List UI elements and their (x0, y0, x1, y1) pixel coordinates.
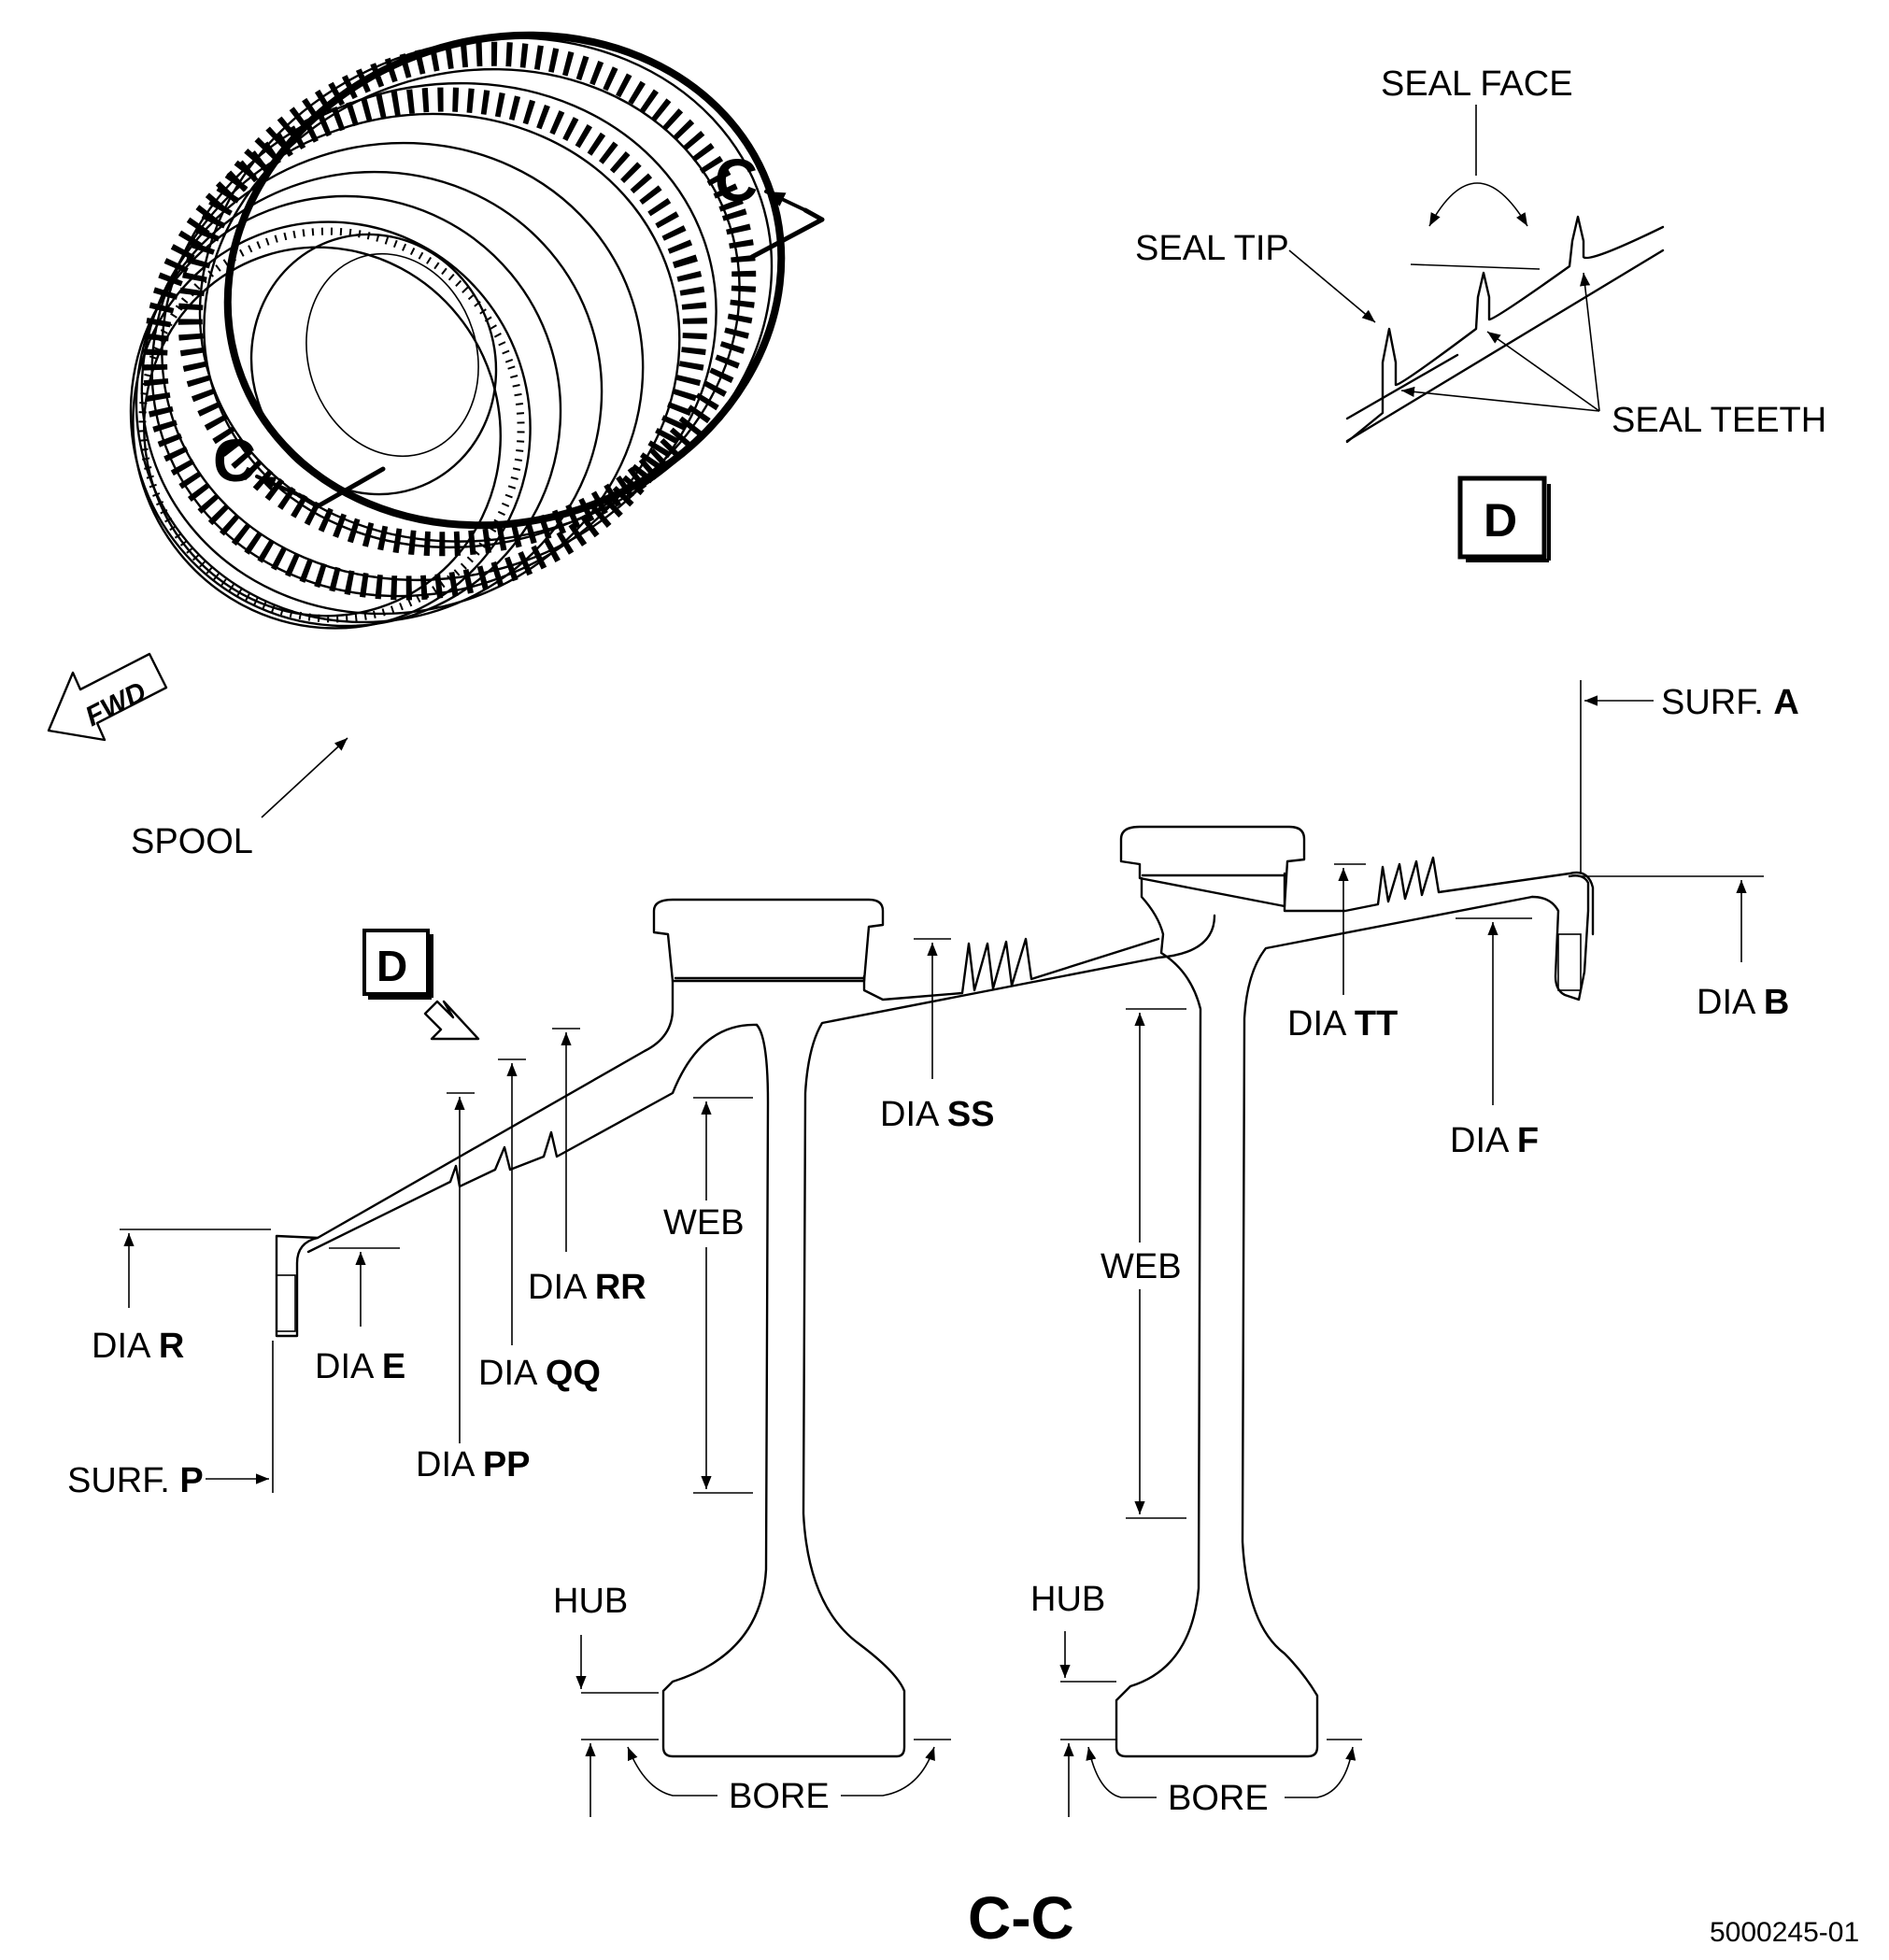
dia-qq-label: DIA QQ (478, 1354, 601, 1393)
detail-d-view: SEAL FACE SEAL TIP SEAL TEETH D (1135, 64, 1826, 562)
seal-face-label: SEAL FACE (1381, 64, 1573, 104)
section-cc-view: D DIA R DIA E SURF. P (67, 680, 1799, 1818)
hub-2-label: HUB (1030, 1580, 1105, 1619)
detail-d-callout: D (376, 942, 407, 990)
dia-f-label: DIA F (1450, 1121, 1539, 1160)
seal-tip-label: SEAL TIP (1135, 229, 1289, 268)
bore-1-label: BORE (729, 1777, 830, 1816)
detail-d-arrow (423, 1000, 480, 1041)
bore-2-label: BORE (1168, 1779, 1269, 1818)
dia-rr-label: DIA RR (528, 1268, 646, 1307)
dia-ss-label: DIA SS (880, 1095, 995, 1134)
hub-1-label: HUB (553, 1582, 628, 1621)
web-2-label: WEB (1101, 1247, 1182, 1286)
section-c-bottom-label: C (213, 427, 256, 494)
dia-r-label: DIA R (92, 1327, 184, 1366)
section-c-top-label: C (715, 147, 758, 214)
dia-e-label: DIA E (315, 1347, 405, 1386)
web-1-label: WEB (663, 1203, 745, 1243)
seal-teeth-label: SEAL TEETH (1612, 401, 1826, 440)
figure-number: 5000245-01 (1710, 1917, 1859, 1948)
spool-isometric-view (129, 31, 786, 630)
surf-p-label: SURF. P (67, 1461, 204, 1500)
detail-d-title: D (1484, 494, 1517, 547)
dia-tt-label: DIA TT (1287, 1004, 1398, 1044)
fwd-arrow: FWD (47, 652, 168, 742)
dia-b-label: DIA B (1697, 983, 1789, 1022)
view-title: C-C (968, 1884, 1074, 1952)
spool-leader (261, 737, 348, 818)
section-c-bottom-arrow: C (213, 427, 386, 509)
surf-a-label: SURF. A (1661, 683, 1799, 722)
spool-label: SPOOL (131, 822, 253, 861)
dia-pp-label: DIA PP (416, 1445, 531, 1484)
section-c-top-arrow: C (715, 147, 825, 260)
